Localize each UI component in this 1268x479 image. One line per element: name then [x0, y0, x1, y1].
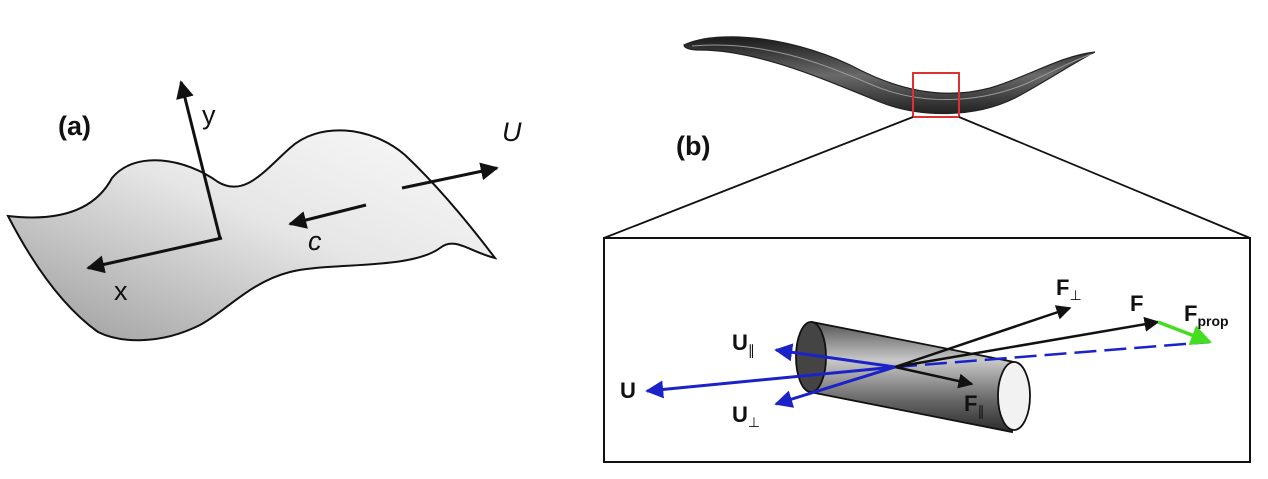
u-par-label-sub: ∥: [748, 342, 755, 358]
x-axis-arrow: [86, 236, 223, 274]
u-par-arrow: [774, 343, 896, 369]
worm-body: [683, 36, 1096, 115]
swim-speed-arrow: [401, 162, 499, 190]
panel-b-label: (b): [676, 131, 710, 161]
f-prop-label: Fprop: [1184, 301, 1229, 329]
f-total-arrow: [894, 316, 1160, 369]
swim-speed-label: U: [502, 117, 522, 147]
f-perp-label-sub: ⊥: [1069, 287, 1081, 303]
zoom-box: [912, 72, 960, 118]
undulating-sheet: [6, 129, 498, 342]
velocity-axis-dashed-line: [894, 340, 1211, 369]
f-prop-label-main: F: [1184, 301, 1197, 326]
x-axis-label: x: [114, 276, 128, 306]
u-perp-arrow: [774, 365, 896, 408]
y-axis-arrow: [176, 80, 222, 239]
u-total-arrow: [645, 365, 896, 399]
f-par-label-sub: ∥: [977, 403, 984, 419]
f-perp-label: F⊥: [1056, 275, 1082, 303]
panel-b: (b) F⊥ F Fprop U∥ U U⊥ F∥: [603, 36, 1251, 463]
u-perp-label: U⊥: [732, 402, 760, 430]
f-perp-label-main: F: [1056, 275, 1069, 300]
f-par-label: F∥: [964, 391, 984, 419]
projection-line-right: [958, 116, 1251, 239]
wave-speed-label: c: [308, 226, 322, 256]
u-perp-label-main: U: [732, 402, 748, 427]
projection-line-left: [603, 116, 914, 239]
f-total-label: F: [1130, 291, 1143, 316]
panel-a-label: (a): [58, 111, 91, 141]
f-perp-arrow: [894, 305, 1072, 369]
f-par-arrow: [894, 365, 974, 389]
u-par-label-main: U: [732, 330, 748, 355]
f-par-label-main: F: [964, 391, 977, 416]
u-total-label: U: [620, 378, 636, 403]
worm-midline: [691, 44, 1093, 100]
y-axis-label: y: [202, 100, 216, 130]
f-prop-label-sub: prop: [1197, 313, 1228, 329]
wave-speed-arrow: [288, 203, 367, 229]
f-prop-arrow: [1157, 320, 1212, 346]
panel-a: (a) y x c U: [6, 80, 522, 342]
u-par-label: U∥: [732, 330, 755, 358]
u-perp-label-sub: ⊥: [748, 414, 760, 430]
